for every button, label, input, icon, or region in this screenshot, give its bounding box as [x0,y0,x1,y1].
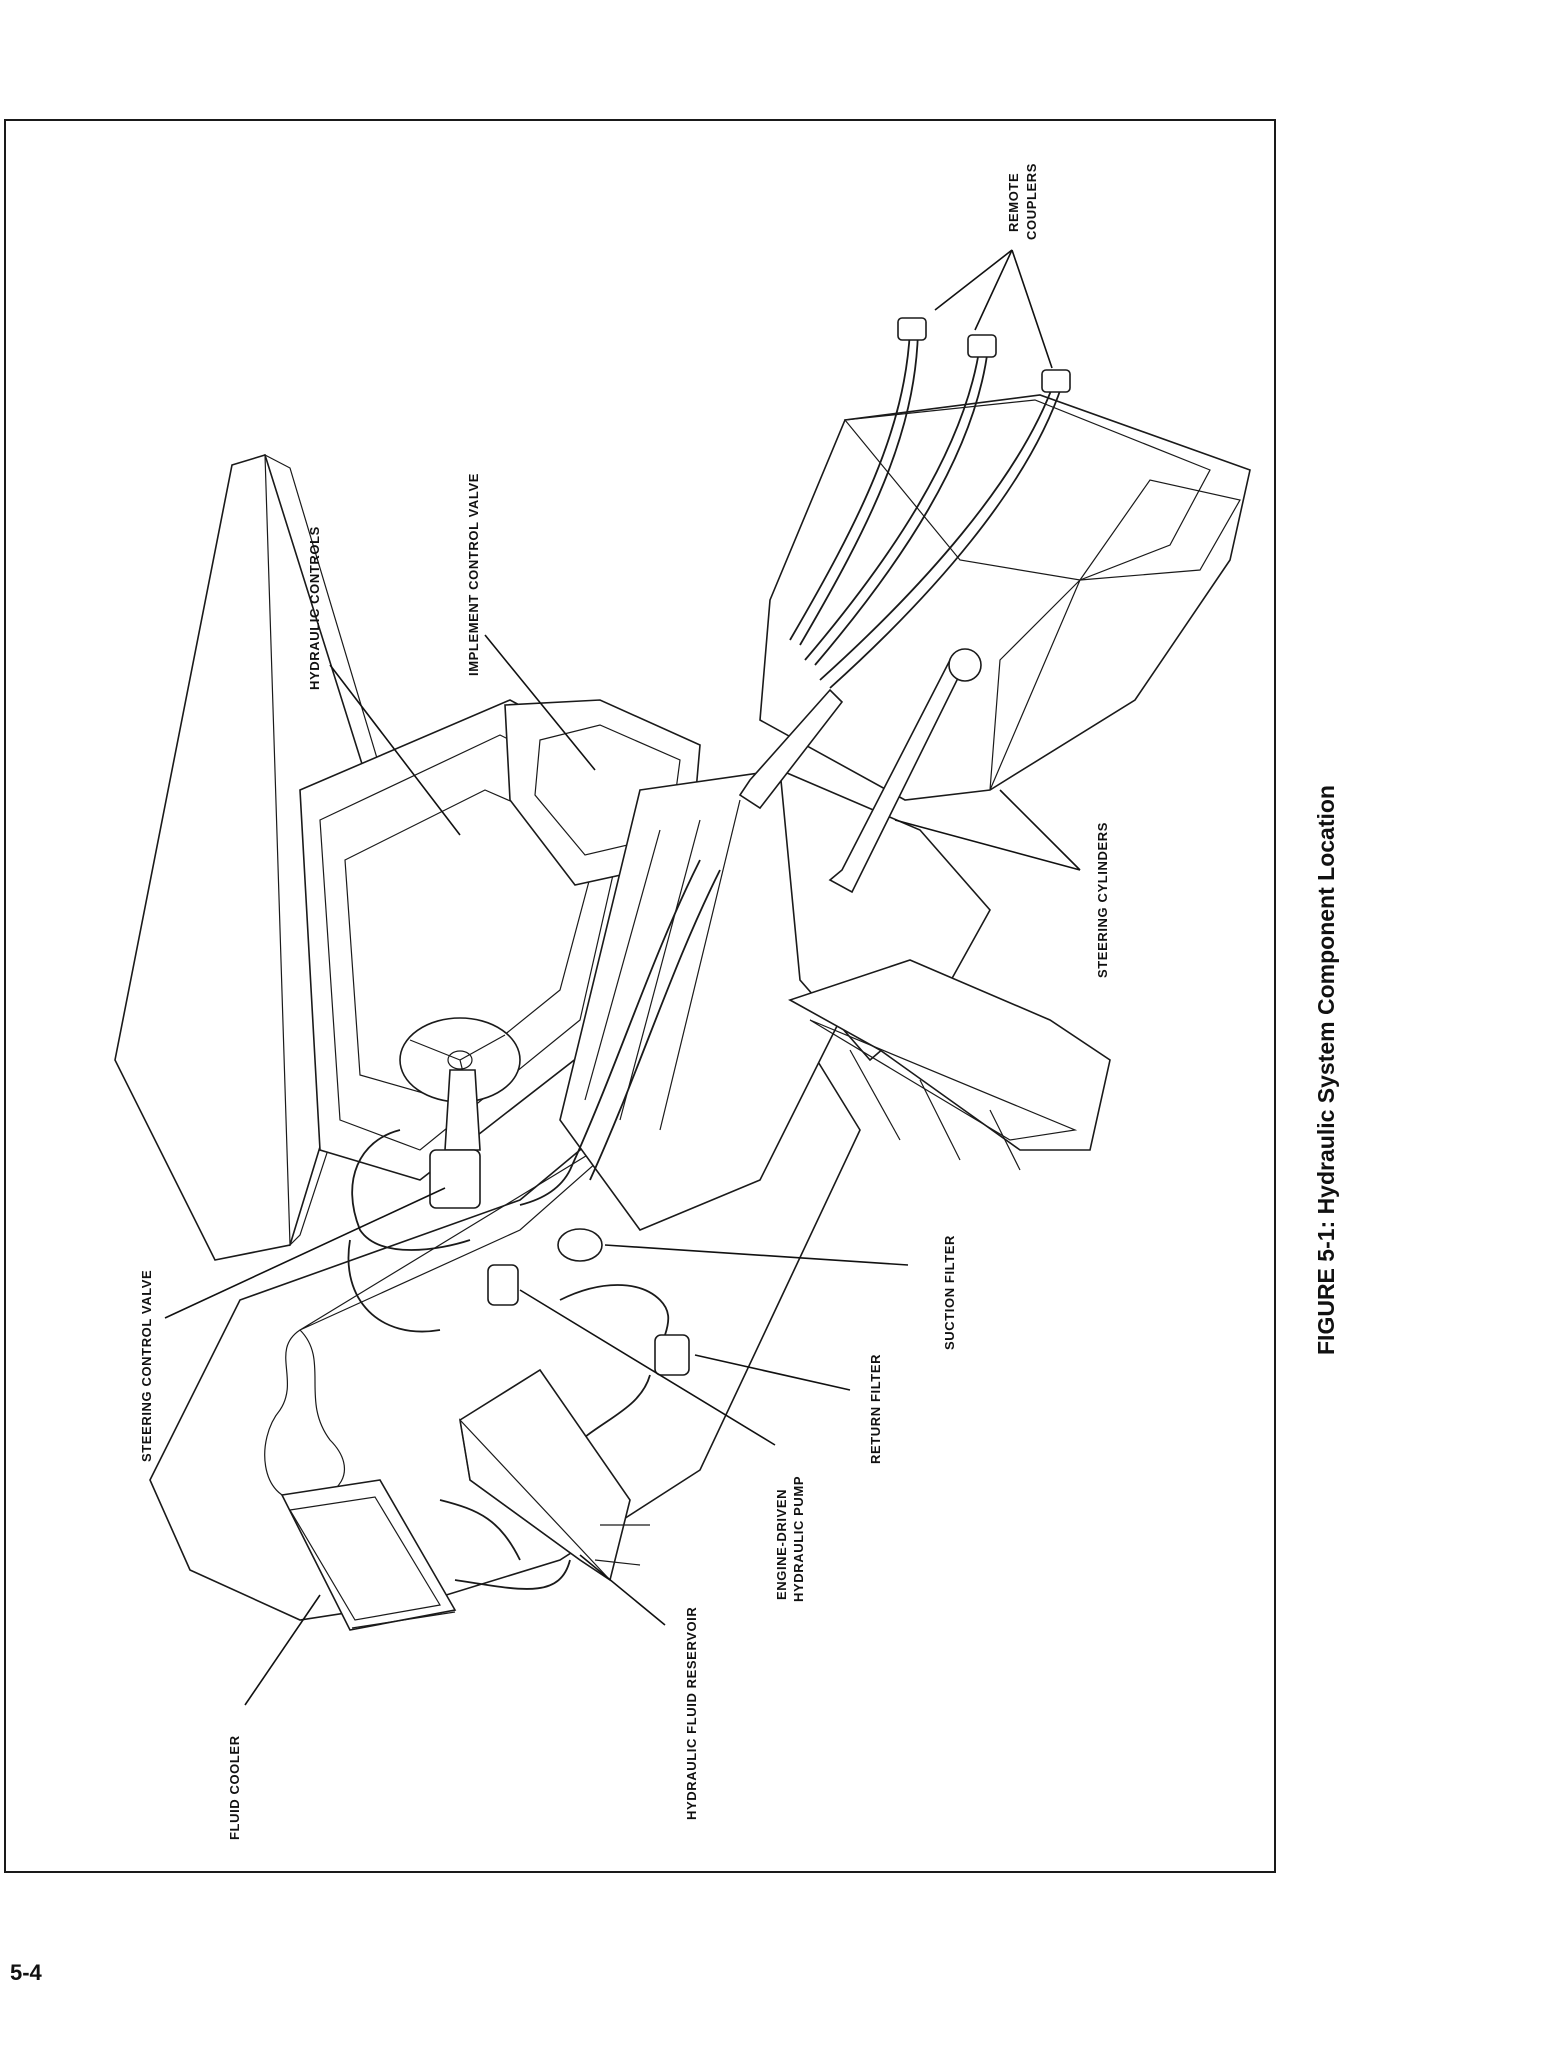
label-suction-filter: SUCTION FILTER [942,1235,957,1350]
leader-hydraulic-controls [329,664,461,836]
fluid-cooler [280,1479,457,1631]
leader-hydraulic-fluid-reservoir [579,1554,666,1626]
suction-filter-body [557,1228,603,1262]
front-weights [788,959,1111,1151]
remote-coupler-3 [1041,369,1071,393]
coupler-hose-1 [789,329,911,641]
leader-remote-couplers-1 [934,249,1013,311]
leader-engine-driven-pump [519,1289,776,1446]
steering-control-valve-body [429,1149,481,1209]
cylinder-pivot [948,648,982,682]
page-number: 5-4 [10,1960,42,1985]
leader-steering-control-valve [164,1187,446,1319]
steering-cylinder-1 [738,688,844,810]
label-steering-cylinders: STEERING CYLINDERS [1095,822,1110,978]
label-hydraulic-controls: HYDRAULIC CONTROLS [307,526,322,690]
figure-frame [4,119,1276,1873]
remote-coupler-2 [967,334,997,358]
leader-implement-control-valve [484,634,596,771]
main-hydraulic-line [519,859,701,1206]
callout-labels: REMOTE COUPLERS HYDRAULIC CONTROLS IMPLE… [139,163,1110,1840]
tractor-illustration [114,317,1251,1631]
remote-coupler-1 [897,317,927,341]
leader-remote-couplers-3 [1011,249,1053,369]
coupler-hose-3 [819,379,1056,681]
leader-return-filter [694,1354,851,1391]
label-return-filter: RETURN FILTER [868,1354,883,1464]
label-remote-couplers-line1: REMOTE [1006,173,1021,232]
label-engine-driven-pump-line2: HYDRAULIC PUMP [791,1476,806,1602]
label-implement-control-valve: IMPLEMENT CONTROL VALVE [466,473,481,676]
steering-return-line [351,1129,471,1251]
steering-column [444,1069,481,1151]
return-filter-body [654,1334,690,1376]
leader-fluid-cooler [244,1594,321,1706]
leader-lines [164,249,1081,1706]
label-engine-driven-pump-line1: ENGINE-DRIVEN [774,1489,789,1600]
coupler-hose-2 [804,344,981,661]
rear-fender [759,394,1251,801]
label-fluid-cooler: FLUID COOLER [227,1735,242,1840]
label-hydraulic-fluid-reservoir: HYDRAULIC FLUID RESERVOIR [684,1607,699,1820]
figure-caption: FIGURE 5-1: Hydraulic System Component L… [1313,785,1339,1355]
hydraulic-pump-body [487,1264,519,1306]
leader-steering-cylinders-1 [894,819,1081,871]
label-steering-control-valve: STEERING CONTROL VALVE [139,1270,154,1462]
label-remote-couplers-line2: COUPLERS [1024,163,1039,240]
leader-remote-couplers-2 [974,249,1013,331]
leader-suction-filter [604,1244,909,1266]
leader-steering-cylinders-2 [999,789,1081,871]
